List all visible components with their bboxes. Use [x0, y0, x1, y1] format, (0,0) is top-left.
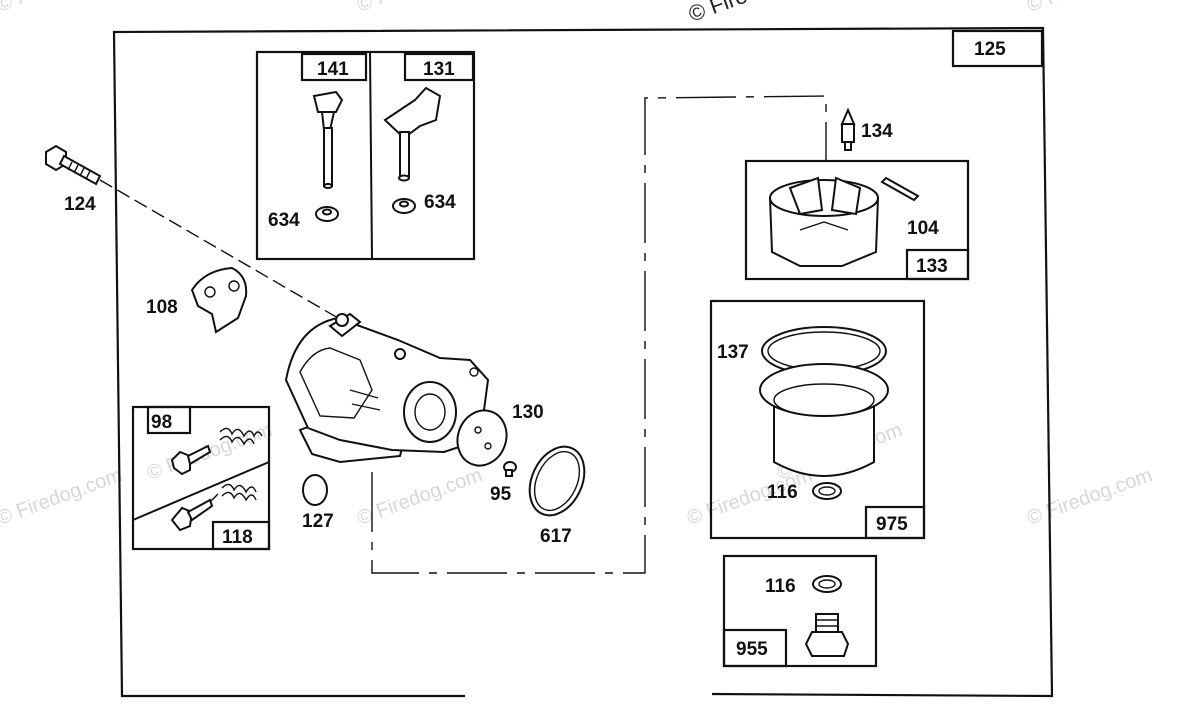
watermark: © Firedog.com	[0, 464, 125, 530]
washer-634-right	[392, 198, 416, 214]
plug-127: 127	[302, 474, 334, 532]
inlet-needle-134: 134	[840, 107, 893, 151]
kit-label-118: 118	[222, 527, 253, 548]
watermarks: © Firedog.com © Firedog.com © Firedog.co…	[0, 0, 1155, 530]
float-bowl-part	[759, 363, 889, 477]
idle-screw-kit-box: 98 118	[131, 405, 271, 551]
callout-104: 104	[907, 218, 939, 239]
float-kit-box: 133 104	[744, 159, 970, 281]
screw-95: 95	[490, 461, 517, 505]
plate-130: 130	[456, 402, 544, 467]
gasket-108: 108	[146, 266, 248, 334]
bolt-124: 124	[45, 144, 339, 319]
callout-130: 130	[512, 402, 544, 423]
o-ring-617: 617	[528, 445, 586, 547]
mixture-screw-part	[170, 483, 257, 532]
watermark: © Firedog.com	[1024, 0, 1155, 17]
callout-127: 127	[302, 511, 334, 532]
callout-134: 134	[861, 121, 893, 142]
watermark-top: © Fire	[685, 0, 750, 27]
throttle-shaft-kit-box: 141 131 634 634	[255, 50, 476, 261]
watermark: © Firedog.com	[354, 464, 485, 530]
kit-label-98: 98	[151, 412, 172, 433]
washer-634-left	[315, 206, 339, 222]
callout-108: 108	[146, 297, 178, 318]
watermark: © Firedog.com	[0, 0, 125, 17]
main-frame: 125	[112, 26, 1054, 698]
callout-137: 137	[717, 342, 749, 363]
kit-label-125: 125	[974, 39, 1006, 60]
throttle-shaft-part	[312, 90, 344, 189]
carburetor-body	[284, 312, 490, 464]
idle-screw-part	[170, 427, 263, 476]
callout-116-lower: 116	[765, 576, 796, 597]
kit-label-975: 975	[876, 514, 908, 535]
bowl-nut-part	[804, 613, 850, 657]
kit-label-955: 955	[736, 639, 768, 660]
callout-617: 617	[540, 526, 572, 547]
connector-line	[371, 95, 827, 574]
kit-label-141: 141	[317, 59, 349, 80]
float-part	[768, 176, 880, 267]
float-pin-part	[880, 176, 920, 202]
callout-116-upper: 116	[767, 482, 798, 503]
callout-634-right: 634	[424, 192, 456, 213]
washer-116-upper	[812, 482, 842, 500]
callout-124: 124	[64, 194, 96, 215]
callout-95: 95	[490, 484, 512, 505]
float-bowl-kit-box: 975 137 116	[709, 299, 926, 540]
bowl-gasket-part	[761, 326, 887, 376]
kit-label-131: 131	[423, 59, 455, 80]
kit-label-133: 133	[916, 256, 948, 277]
bowl-nut-kit-box: 955 116	[722, 554, 878, 668]
watermark: © Firedog.com	[1024, 464, 1155, 530]
choke-shaft-part	[383, 86, 442, 182]
washer-116-lower	[812, 575, 842, 593]
callout-634-left: 634	[268, 210, 300, 231]
watermark: © Firedog.com	[354, 0, 485, 17]
